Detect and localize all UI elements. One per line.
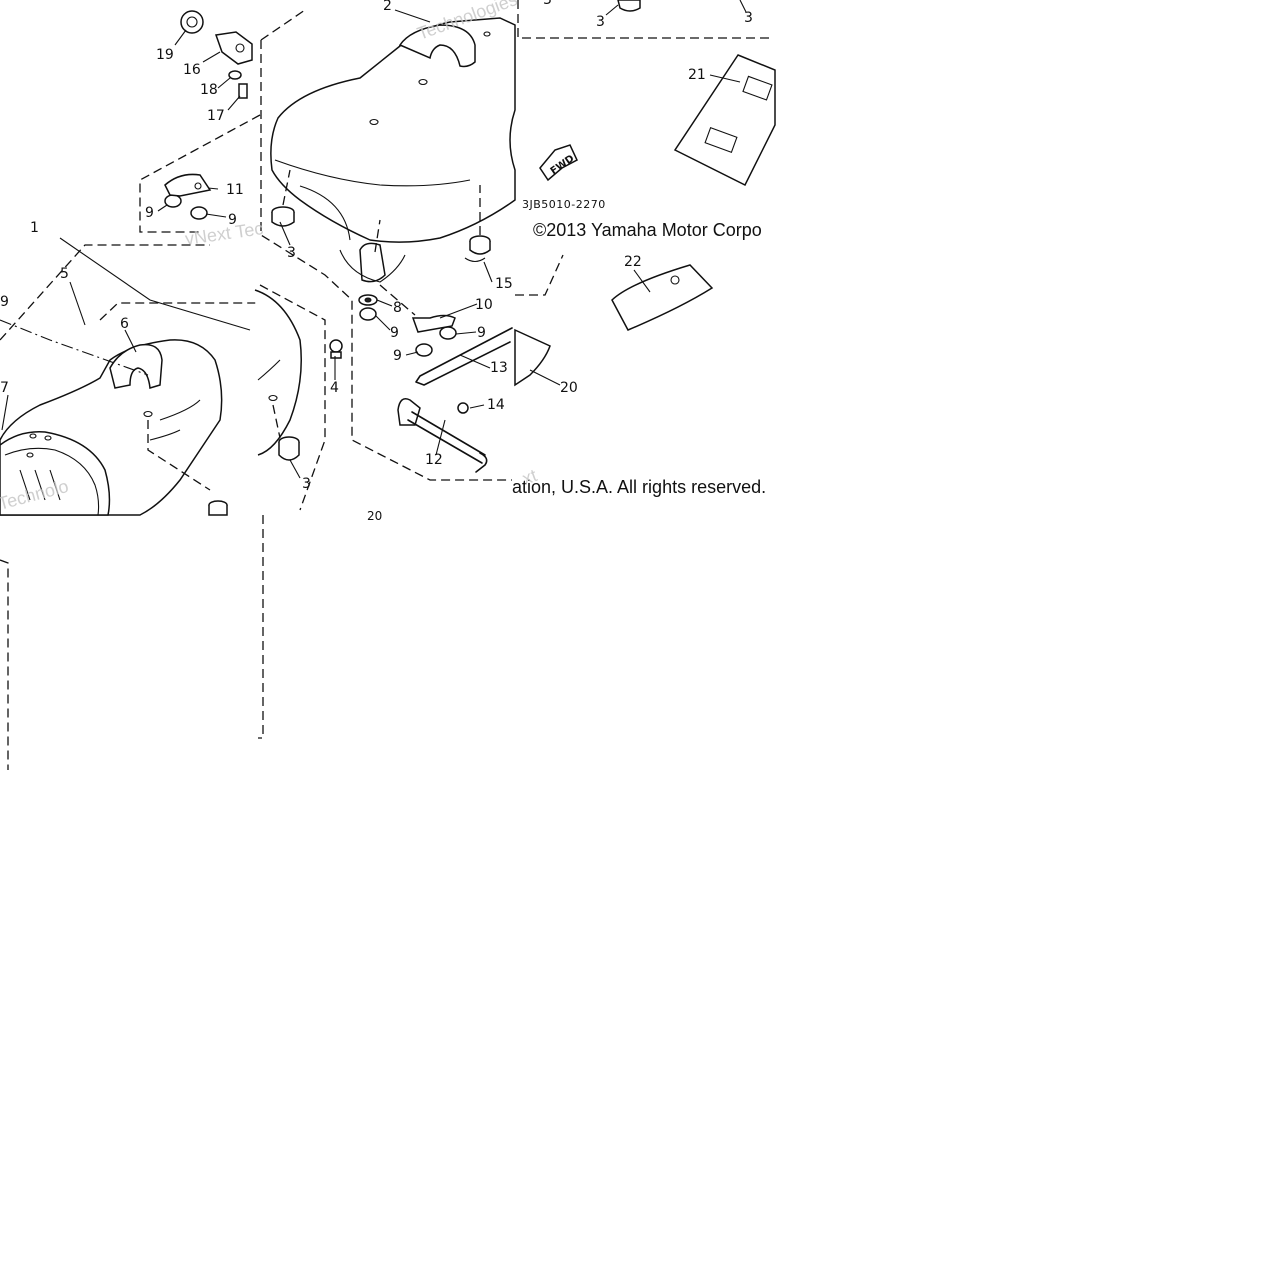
callout-3: 3 [302, 476, 311, 492]
group-outline-upper-right [517, 0, 770, 39]
callout-5: 5 [60, 266, 69, 282]
callout-17: 17 [207, 108, 225, 124]
leader-lines [0, 0, 747, 491]
seat-lower [0, 289, 302, 516]
group-outline-upper-center [260, 9, 512, 481]
callout-11: 11 [226, 182, 244, 198]
group-outline-right-lower [515, 254, 564, 296]
watermark-text: vNext Tec [184, 218, 265, 249]
callout-10: 10 [475, 297, 493, 313]
copyright-line-2: ation, U.S.A. All rights reserved. [512, 477, 766, 497]
group-outline-bottom-center [258, 515, 264, 739]
callout-2: 2 [383, 0, 392, 14]
callout-9: 9 [145, 205, 154, 221]
callout-7: 7 [0, 380, 9, 396]
callout-20: 20 [367, 509, 382, 523]
callout-20: 20 [560, 380, 578, 396]
callout-13: 13 [490, 360, 508, 376]
group-outline-bottom-left [0, 559, 9, 770]
damper-parts [164, 0, 776, 516]
callout-labels: 2 3 3 3 3 3 4 5 6 7 8 9 9 9 9 9 9 10 11 … [0, 0, 753, 523]
watermark-text: xt [520, 465, 540, 489]
callout-9: 9 [393, 348, 402, 364]
callout-21: 21 [688, 67, 706, 83]
callout-16: 16 [183, 62, 201, 78]
callout-18: 18 [200, 82, 218, 98]
callout-22: 22 [624, 254, 642, 270]
main-seat-upper [270, 17, 516, 283]
callout-6: 6 [120, 316, 129, 332]
group-outline-rear [99, 302, 258, 321]
callout-12: 12 [425, 452, 443, 468]
callout-9: 9 [0, 294, 9, 310]
callout-9: 9 [390, 325, 399, 341]
callout-9: 9 [228, 212, 237, 228]
callout-3: 3 [596, 14, 605, 30]
callout-3: 3 [543, 0, 552, 8]
callout-4: 4 [330, 380, 339, 396]
callout-8: 8 [393, 300, 402, 316]
callout-15: 15 [495, 276, 513, 292]
group-outline-left-bracket [139, 114, 261, 233]
callout-9: 9 [477, 325, 486, 341]
callout-14: 14 [487, 397, 505, 413]
callout-3: 3 [287, 245, 296, 261]
drawing-code: 3JB5010-2270 [522, 198, 606, 211]
callout-1: 1 [30, 220, 39, 236]
copyright-line-1: ©2013 Yamaha Motor Corpo [533, 220, 762, 240]
callout-19: 19 [156, 47, 174, 63]
group-outline-seat-lower [0, 244, 326, 511]
callout-3: 3 [744, 10, 753, 26]
